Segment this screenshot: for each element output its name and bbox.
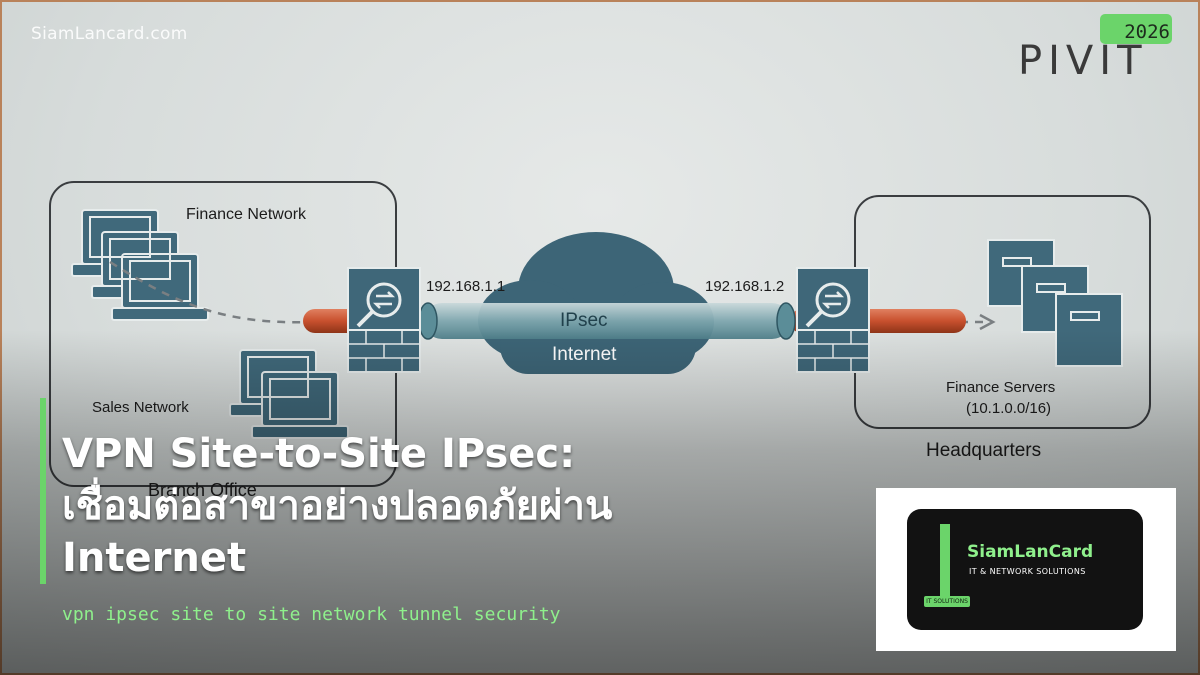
pivit-logo: PIVIT (1018, 38, 1148, 84)
brand-logo-panel: IT SOLUTIONS SiamLanCard IT & NETWORK SO… (907, 509, 1143, 630)
headline-line-2: เชื่อมต่อสาขาอย่างปลอดภัยผ่าน (62, 483, 613, 529)
year-badge: 2026 (1100, 14, 1172, 44)
brand-chip: IT SOLUTIONS (924, 596, 970, 607)
traffic-path-left (109, 260, 360, 324)
firewall-router-left-icon (347, 267, 421, 373)
ip-left-label: 192.168.1.1 (426, 278, 505, 295)
site-watermark: SiamLancard.com (31, 24, 188, 44)
arrow-right-icon (979, 313, 996, 331)
ip-right-label: 192.168.1.2 (705, 278, 784, 295)
siamlancard-brand-card: IT SOLUTIONS SiamLanCard IT & NETWORK SO… (876, 488, 1176, 651)
firewall-router-right-icon (796, 267, 870, 373)
headline: VPN Site-to-Site IPsec: เชื่อมต่อสาขาอย่… (62, 428, 822, 584)
headline-line-3: Internet (62, 535, 247, 581)
finance-network-label: Finance Network (186, 206, 307, 223)
headquarters-label: Headquarters (926, 440, 1041, 461)
internet-cloud-label: Internet (552, 344, 617, 365)
headline-line-1: VPN Site-to-Site IPsec: (62, 431, 576, 477)
brand-tagline: IT & NETWORK SOLUTIONS (969, 567, 1086, 576)
brand-accent-bar (940, 524, 950, 604)
keyword-tags: vpn ipsec site to site network tunnel se… (62, 604, 561, 625)
ipsec-label: IPsec (560, 310, 608, 331)
finance-servers-subnet: (10.1.0.0/16) (966, 400, 1051, 417)
headline-accent-bar (40, 398, 46, 584)
sales-network-label: Sales Network (92, 399, 189, 416)
finance-laptops-icon (71, 209, 209, 321)
finance-servers-label: Finance Servers (946, 379, 1055, 396)
brand-name: SiamLanCard (967, 542, 1094, 562)
